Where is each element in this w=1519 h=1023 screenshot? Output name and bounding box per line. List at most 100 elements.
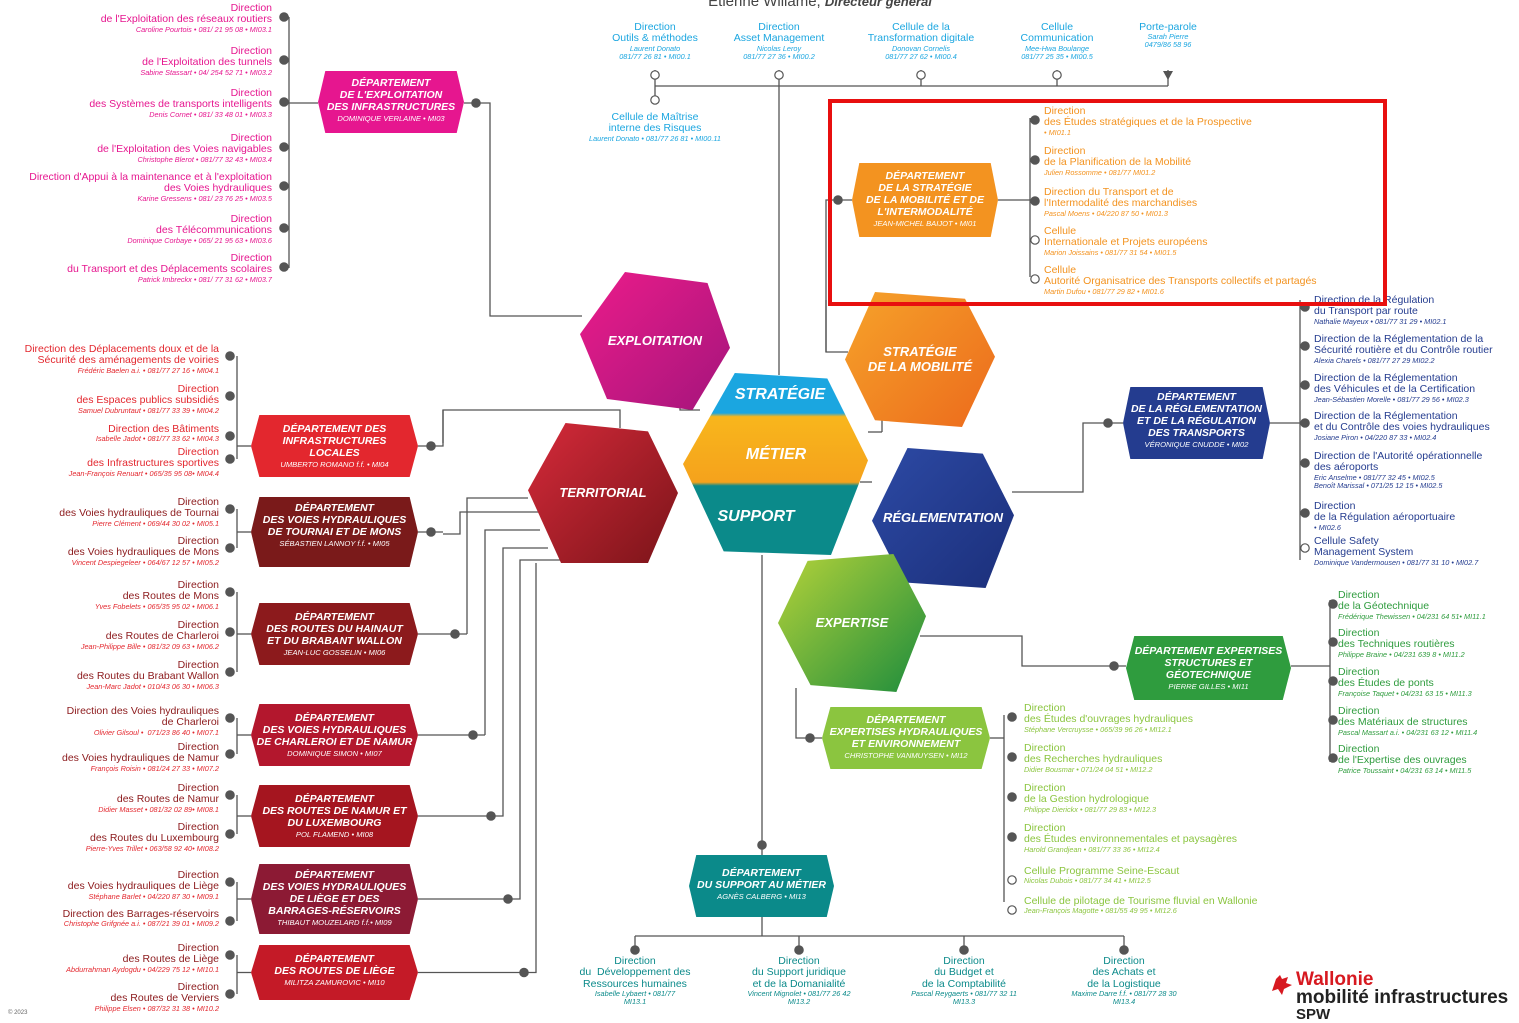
territorial-direction-title: Direction des Voies hydrauliques de Namu… — [61, 741, 219, 765]
expertise-direction-title: Direction de la Géotechnique — [1338, 589, 1430, 613]
dept-territorial-title: DÉPARTEMENT DES ROUTES DU HAINAUT ET DU … — [266, 611, 403, 648]
territorial-direction: Direction des Déplacements doux et de la… — [0, 343, 219, 375]
expertise-direction-title: Direction des Matériaux de structures — [1338, 705, 1468, 729]
territorial-direction-title: Direction des Routes de Mons — [122, 579, 219, 603]
territorial-direction-title: Direction des Barrages-réservoirs — [62, 908, 219, 920]
territorial-direction-title: Direction des Routes du Luxembourg — [90, 821, 219, 845]
support-direction-title: Direction du Développement des Ressource… — [579, 955, 691, 990]
connector-line — [502, 547, 548, 815]
core-label-support: SUPPORT — [717, 508, 795, 525]
exploit-direction-title: Direction des Systèmes de transports int… — [89, 87, 272, 111]
hydraulique-direction-meta: Harold Grandjean • 081/77 33 36 • MI12.4 — [1024, 844, 1160, 854]
open-node-icon — [1030, 235, 1040, 245]
hex-strategie-mobilite: STRATÉGIE DE LA MOBILITÉ — [845, 292, 995, 427]
support-direction: Direction du Développement des Ressource… — [557, 955, 713, 1006]
reglementation-direction: Direction de la Réglementation des Véhic… — [1314, 372, 1519, 404]
reglementation-direction-title: Direction de la Régulation aéroportuaire — [1314, 500, 1456, 524]
dept-territorial-title: DÉPARTEMENT DES VOIES HYDRAULIQUES DE TO… — [262, 502, 407, 539]
connector-line — [418, 815, 504, 817]
connector-line — [418, 410, 444, 447]
support-direction-meta: Maxime Darre f.f. • 081/77 28 30 MI13.4 — [1071, 988, 1177, 1006]
territorial-direction-meta: Pierre Clément • 069/44 30 02 • MI05.1 — [92, 518, 219, 528]
territorial-direction-title: Direction des Routes de Verviers — [110, 981, 219, 1005]
hydraulique-direction-title: Direction des Études environnementales e… — [1024, 822, 1238, 846]
node-dot-icon — [225, 713, 235, 723]
strategie-direction-meta: Julien Rossomme • 081/77 MI01.2 — [1044, 167, 1156, 177]
hex-territorial: TERRITORIAL — [528, 423, 678, 563]
dept-support-box: DÉPARTEMENT DU SUPPORT AU MÉTIER AGNÈS C… — [689, 855, 834, 917]
node-dot-icon — [757, 840, 767, 850]
territorial-direction-meta: Samuel Dubruntaut • 081/77 33 39 • MI04.… — [77, 405, 219, 415]
exploit-direction-title: Direction des Télécommunications — [156, 213, 272, 237]
dept-territorial-head: JEAN-LUC GOSSELIN • MI06 — [283, 648, 386, 658]
top-unit-title: Direction Outils & méthodes — [612, 21, 698, 45]
spw-logo: Wallonie mobilité infrastructures SPW — [1272, 970, 1508, 1022]
node-dot-icon — [225, 989, 235, 999]
hydraulique-direction-meta: Nicolas Dubois • 081/77 34 41 • MI12.5 — [1024, 876, 1151, 886]
top-unit-title: Direction Asset Management — [733, 21, 825, 45]
dept-territorial-head: SÉBASTIEN LANNOY f.f. • MI05 — [279, 539, 390, 549]
open-node-icon — [1007, 875, 1017, 885]
hydraulique-direction: Direction des Études d'ouvrages hydrauli… — [1024, 702, 1304, 734]
exploit-direction-meta: Christophe Blerot • 081/77 32 43 • MI03.… — [137, 154, 272, 164]
node-dot-icon — [225, 749, 235, 759]
territorial-direction-title: Direction des Routes de Charleroi — [105, 619, 219, 643]
territorial-direction: Direction des Voies hydrauliques de Tour… — [0, 496, 219, 528]
top-unit-meta: 0479/86 58 96 — [1144, 40, 1192, 50]
territorial-direction-title: Direction des Voies hydrauliques de Tour… — [59, 496, 219, 520]
reglementation-direction: Direction de la Régulation du Transport … — [1314, 294, 1519, 326]
node-dot-icon — [279, 181, 289, 191]
node-dot-icon — [225, 587, 235, 597]
reglementation-direction: Direction de la Réglementation de la Séc… — [1314, 333, 1519, 365]
exploit-direction-title: Direction de l'Exploitation des tunnels — [142, 45, 272, 69]
dept-reglementation-title: DÉPARTEMENT DE LA RÉGLEMENTATION ET DE L… — [1130, 391, 1263, 440]
hydraulique-direction-title: Direction des Recherches hydrauliques — [1024, 742, 1163, 766]
dept-exploitation-title: DÉPARTEMENT DE L'EXPLOITATION DES INFRAS… — [326, 77, 456, 114]
connector-line — [418, 894, 521, 900]
highlight-rectangle — [828, 99, 1387, 306]
node-dot-icon — [1030, 196, 1040, 206]
strategie-direction-title: Direction de la Planification de la Mobi… — [1044, 145, 1192, 169]
dept-territorial-box: DÉPARTEMENT DES ROUTES DU HAINAUT ET DU … — [251, 603, 418, 665]
dept-territorial-head: MILITZA ZAMUROVIC • MI10 — [284, 978, 385, 988]
reglementation-direction-title: Direction de la Réglementation et du Con… — [1314, 410, 1490, 434]
node-dot-icon — [1300, 341, 1310, 351]
expertise-direction-meta: Françoise Taquet • 04/231 63 15 • MI11.3 — [1338, 688, 1472, 698]
territorial-direction-title: Direction des Voies hydrauliques de Char… — [66, 705, 219, 729]
territorial-direction: Direction des Voies hydrauliques de Char… — [0, 705, 219, 737]
strategie-direction-title: Cellule Autorité Organisatrice des Trans… — [1044, 264, 1317, 288]
dept-support-head: AGNÈS CALBERG • MI13 — [717, 892, 806, 902]
territorial-direction-meta: Vincent Despiegeleer • 064/67 12 57 • MI… — [71, 557, 219, 567]
dept-hydraulique-head: CHRISTOPHE VANMUYSEN • MI12 — [844, 751, 968, 761]
hex-exploitation: EXPLOITATION — [580, 272, 730, 410]
dept-strategie-box: DÉPARTEMENT DE LA STRATÉGIE DE LA MOBILI… — [852, 163, 998, 237]
node-dot-icon — [225, 667, 235, 677]
territorial-direction-title: Direction des Déplacements doux et de la… — [24, 343, 219, 367]
territorial-direction-meta: Philippe Elsen • 087/32 31 38 • MI10.2 — [94, 1003, 219, 1013]
risk-unit-title: Cellule de Maîtrise interne des Risques — [608, 111, 702, 135]
territorial-direction: Direction des Voies hydrauliques de Lièg… — [0, 869, 219, 901]
territorial-direction-meta: Jean-Marc Jadot • 010/43 06 30 • MI06.3 — [86, 681, 219, 691]
director-role: Directeur général — [824, 0, 932, 9]
node-dot-icon — [1300, 380, 1310, 390]
dept-territorial-head: THIBAUT MOUZELARD f.f.• MI09 — [277, 918, 392, 928]
territorial-direction-meta: Didier Masset • 081/32 02 89• MI08.1 — [98, 804, 219, 814]
dept-expertise-box: DÉPARTEMENT EXPERTISES STRUCTURES ET GÉO… — [1126, 636, 1291, 700]
dept-hydraulique-title: DÉPARTEMENT EXPERTISES HYDRAULIQUES ET E… — [829, 714, 983, 751]
node-dot-icon — [225, 877, 235, 887]
territorial-direction-meta: François Roisin • 081/24 27 33 • MI07.2 — [90, 763, 219, 773]
